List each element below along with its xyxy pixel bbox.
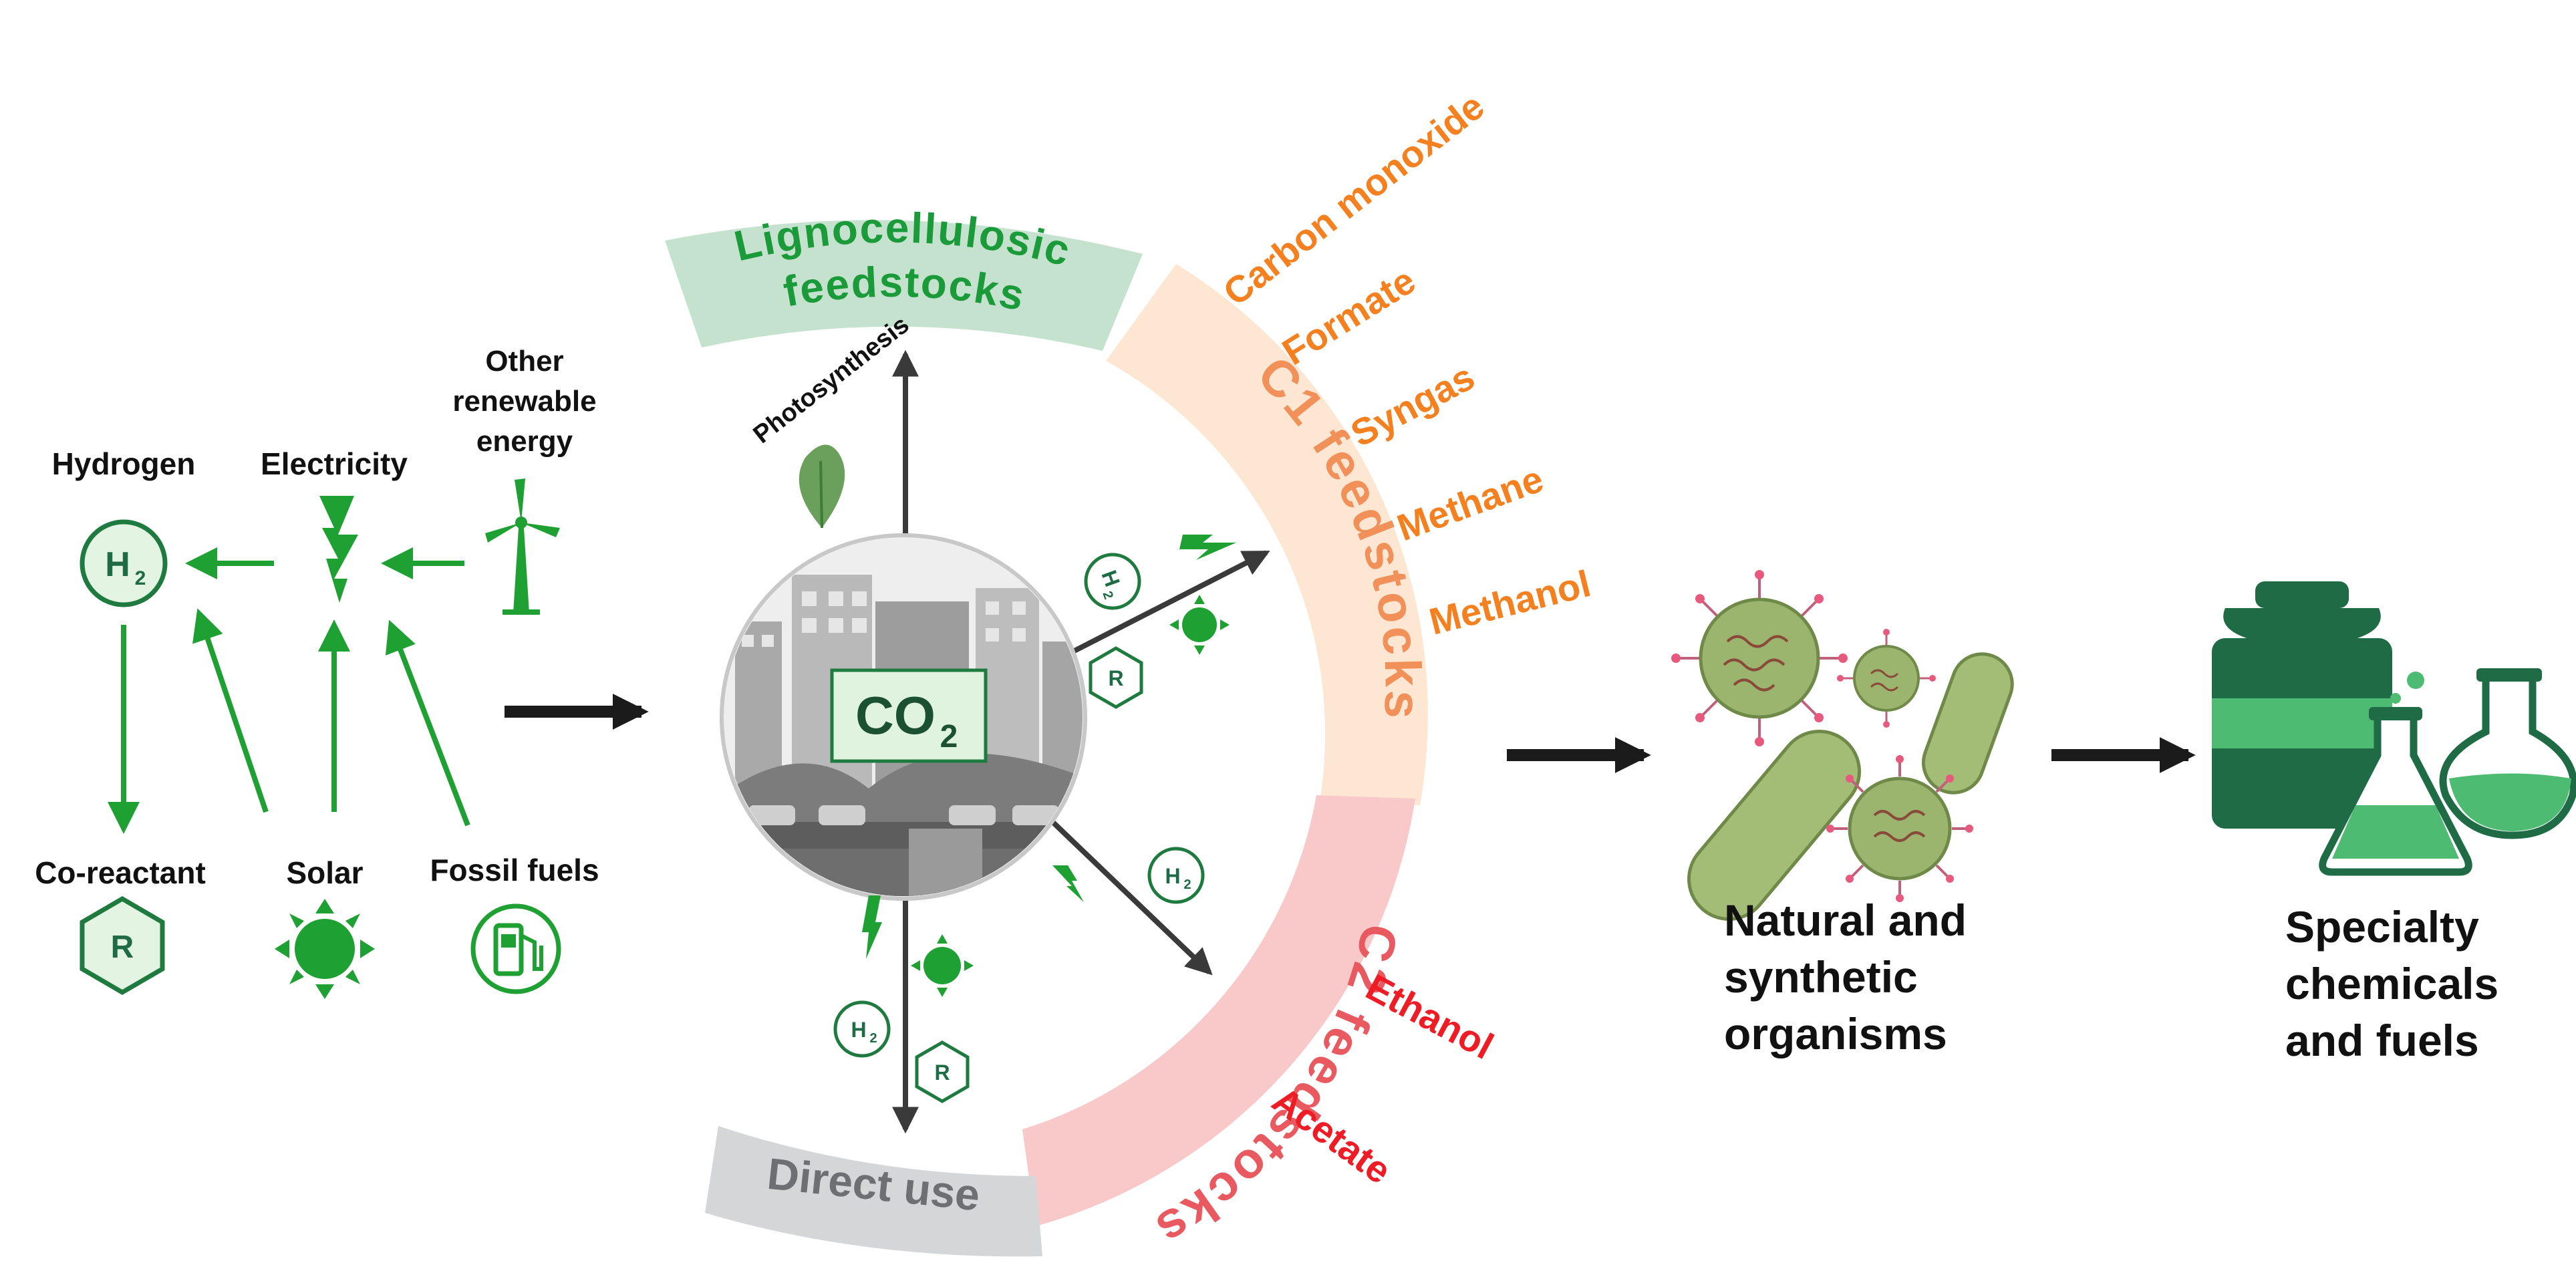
svg-text:R: R: [934, 1060, 950, 1085]
fossil-fuels-label: Fossil fuels: [430, 853, 599, 887]
virus-icon-large: [1671, 570, 1848, 746]
svg-text:2: 2: [1183, 877, 1191, 892]
h2-icon-c1: H 2: [1084, 553, 1141, 610]
svg-text:2: 2: [135, 567, 146, 589]
h2-icon-c2: H 2: [1147, 847, 1205, 904]
virus-icon-small: [1837, 629, 1936, 728]
solar-to-hydrogen-arrow: [192, 608, 269, 813]
fuel-pump-icon: [470, 903, 561, 994]
organisms-label-1: Natural and: [1724, 895, 1967, 945]
lightning-icon-c2: [1052, 865, 1084, 902]
electricity-label: Electricity: [261, 446, 408, 481]
svg-text:R: R: [1108, 666, 1123, 690]
fossil-to-electricity-arrow: [385, 619, 470, 827]
chemical-containers-illustration: [2212, 581, 2576, 876]
co2-subscript: 2: [940, 719, 958, 754]
co2-box: [830, 668, 988, 763]
other-renewable-label-2: renewable: [452, 385, 596, 418]
sun-icon: [275, 899, 375, 999]
c1-band: [1106, 264, 1428, 805]
lignocellulosic-band: [665, 220, 1143, 351]
lightning-icon-c1: [1179, 535, 1236, 560]
bacterium-icon-large: [1687, 730, 1861, 921]
co2-city-illustration: CO 2: [720, 533, 1087, 901]
erlenmeyer-flask-icon: [2319, 672, 2472, 876]
arrow-to-c1: [1068, 550, 1270, 656]
bacterium-icon-rod: [1921, 652, 2014, 795]
c1-product-formate: Formate: [1275, 259, 1423, 374]
svg-text:H: H: [851, 1018, 866, 1042]
svg-text:2: 2: [869, 1031, 877, 1046]
virus-icon-bottom: [1826, 755, 1973, 902]
organisms-label-2: synthetic: [1724, 952, 1918, 1002]
svg-text:H: H: [1165, 864, 1180, 888]
solar-label: Solar: [286, 855, 363, 890]
sun-icon-direct: [911, 934, 974, 997]
svg-text:H: H: [105, 545, 130, 584]
reactant-icon-c1: R: [1089, 646, 1143, 709]
round-flask-icon: [2439, 668, 2576, 839]
co2-symbol: CO: [855, 686, 936, 745]
outputs-label-3: and fuels: [2285, 1016, 2479, 1065]
c1-product-methanol: Methanol: [1425, 562, 1595, 643]
c2-band: [1022, 795, 1415, 1226]
drum-container-icon: [2212, 581, 2392, 829]
outputs-label-2: chemicals: [2285, 959, 2498, 1008]
c1-product-carbon-monoxide: Carbon monoxide: [1215, 85, 1492, 314]
sun-icon-c1: [1169, 595, 1230, 655]
coreactant-label: Co-reactant: [35, 855, 206, 890]
c1-product-methane: Methane: [1392, 457, 1549, 549]
wind-turbine-icon: [485, 478, 560, 615]
microorganisms-illustration: [1671, 570, 2014, 921]
lightning-bolt-icon: [319, 496, 358, 603]
reactant-hexagon-icon: R: [80, 895, 165, 996]
h2-icon-direct: H 2: [833, 1000, 891, 1058]
energy-inputs-panel: Hydrogen Electricity Other renewable ene…: [35, 345, 599, 999]
hydrogen-icon: H 2: [80, 519, 168, 607]
reactant-icon-direct: R: [915, 1040, 970, 1103]
outputs-label-1: Specialty: [2285, 902, 2479, 952]
lightning-icon-direct: [862, 895, 882, 959]
leaf-icon: [799, 444, 845, 529]
other-renewable-label-1: Other: [485, 345, 563, 378]
c1-product-syngas: Syngas: [1344, 355, 1481, 454]
direct-use-band: [705, 1126, 1042, 1257]
arrow-to-c2: [1047, 817, 1213, 976]
svg-text:R: R: [111, 930, 134, 965]
hydrogen-label: Hydrogen: [52, 446, 196, 481]
other-renewable-label-3: energy: [476, 425, 573, 458]
organisms-label-3: organisms: [1724, 1009, 1947, 1058]
